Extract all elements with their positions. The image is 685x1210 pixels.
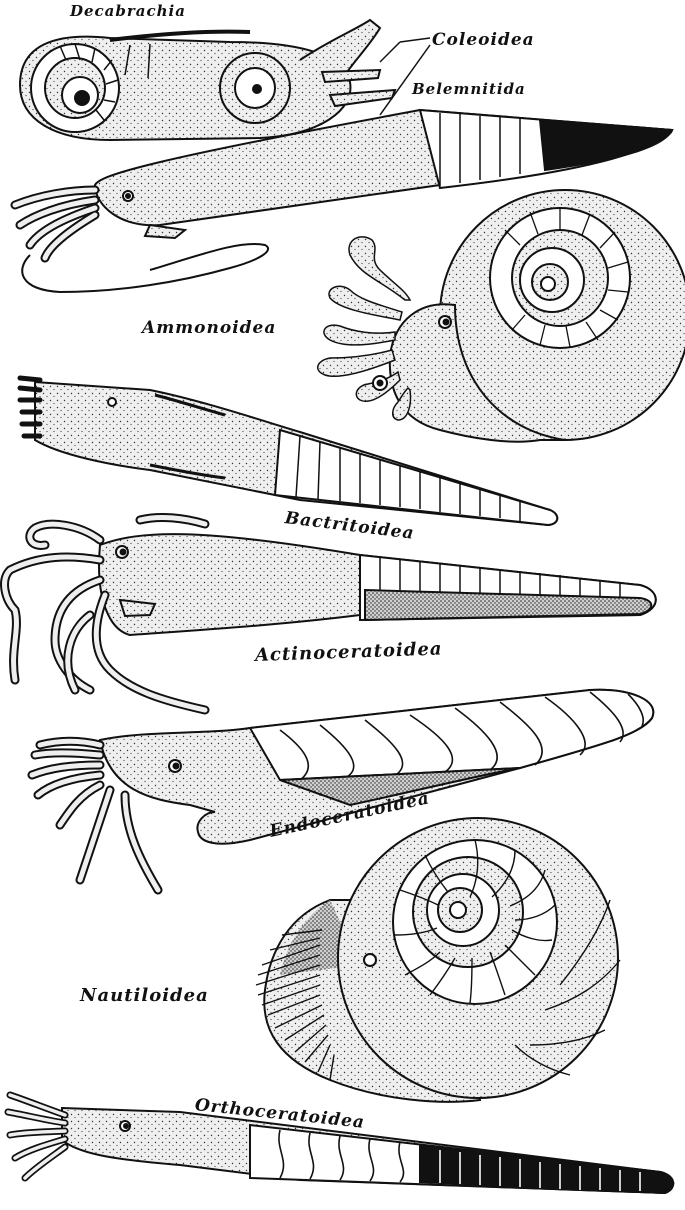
label-coleoidea: Coleoidea [432,30,535,50]
coleoidea-pointer-lines [380,38,430,115]
label-decabrachia: Decabrachia [70,2,186,20]
ammonoidea-figure [318,190,685,442]
label-nautiloidea: Nautiloidea [80,985,209,1006]
actinoceratoidea-figure [5,517,656,710]
label-belemnitida: Belemnitida [412,80,526,98]
label-ammonoidea: Ammonoidea [142,318,276,338]
decabrachia-figure [20,20,395,140]
nautiloidea-figure [256,818,620,1102]
